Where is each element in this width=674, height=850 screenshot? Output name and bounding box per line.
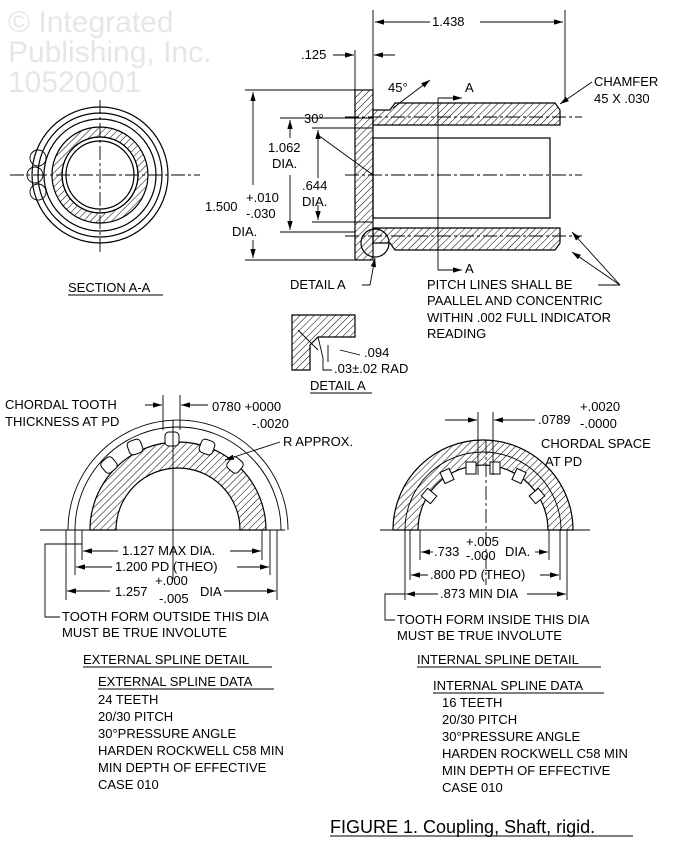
chordal-space-label-2: AT PD — [545, 454, 582, 469]
chordal-space-plus: +.0020 — [580, 399, 620, 414]
svg-text:Publishing, Inc.: Publishing, Inc. — [8, 36, 211, 69]
pd-dim: 1.200 PD (THEO) — [115, 559, 218, 574]
internal-note-1: TOOTH FORM INSIDE THIS DIA — [397, 612, 590, 627]
minor-dia-unit: DIA. — [505, 544, 530, 559]
minor-dia-value: .733 — [434, 544, 459, 559]
pitch-note-line-1: PITCH LINES SHALL BE — [427, 277, 573, 292]
dia-1500-minus: -.030 — [246, 206, 276, 221]
pitch-note-line-2: PAALLEL AND CONCENTRIC — [427, 293, 603, 308]
external-data-item: 24 TEETH — [98, 692, 158, 707]
external-data-item: CASE 010 — [98, 777, 159, 792]
chordal-space-minus: -.0000 — [580, 416, 617, 431]
dia-1500-value: 1.500 — [205, 199, 238, 214]
internal-data-item: 30°PRESSURE ANGLE — [442, 729, 580, 744]
chamfer-value: 45 X .030 — [594, 91, 650, 106]
svg-text:10520001: 10520001 — [8, 66, 141, 99]
internal-spline-detail-title: INTERNAL SPLINE DETAIL — [417, 652, 579, 667]
chordal-tooth-label-2: THICKNESS AT PD — [5, 414, 119, 429]
dia-1062-value: 1.062 — [268, 140, 301, 155]
chordal-space-value: .0789 — [538, 412, 571, 427]
minor-dia-plus: +.005 — [466, 534, 499, 549]
max-dia-dim: 1.127 MAX DIA. — [122, 543, 215, 558]
figure-caption: FIGURE 1. Coupling, Shaft, rigid. — [330, 817, 595, 837]
external-note-2: MUST BE TRUE INVOLUTE — [62, 625, 227, 640]
detail-a-callout: DETAIL A — [290, 277, 346, 292]
internal-note-2: MUST BE TRUE INVOLUTE — [397, 628, 562, 643]
watermark: © Integrated Publishing, Inc. 10520001 — [8, 6, 211, 99]
external-spline-detail: CHORDAL TOOTH THICKNESS AT PD 0780 +0000… — [5, 395, 353, 792]
chordal-space-label-1: CHORDAL SPACE — [541, 436, 651, 451]
dia-1500-unit: DIA. — [232, 224, 257, 239]
internal-spline-detail: .0789 +.0020 -.0000 CHORDAL SPACE AT PD … — [380, 399, 651, 795]
dia-644-unit: DIA. — [302, 194, 327, 209]
external-spline-detail-title: EXTERNAL SPLINE DETAIL — [83, 652, 249, 667]
section-a-a-view: SECTION A-A — [10, 100, 200, 296]
section-mark-bottom: A — [465, 261, 474, 276]
pitch-note-line-3: WITHIN .002 FULL INDICATOR — [427, 310, 611, 325]
internal-data-item: CASE 010 — [442, 780, 503, 795]
internal-spline-data-title: INTERNAL SPLINE DATA — [433, 678, 583, 693]
detail-094-dim: .094 — [364, 345, 389, 360]
section-mark-top: A — [465, 80, 474, 95]
internal-data-item: 16 TEETH — [442, 695, 502, 710]
chordal-tooth-label-1: CHORDAL TOOTH — [5, 397, 117, 412]
chordal-tooth-minus: -.0020 — [252, 416, 289, 431]
internal-pd-dim: .800 PD (THEO) — [430, 567, 525, 582]
min-dia-dim: .873 MIN DIA — [440, 586, 518, 601]
internal-data-item: 20/30 PITCH — [442, 712, 517, 727]
dia-644-value: .644 — [302, 178, 327, 193]
svg-text:© Integrated: © Integrated — [8, 6, 174, 39]
flange-thickness-dimension: .125 — [301, 47, 326, 62]
r-approx-label: R APPROX. — [283, 434, 353, 449]
angle-45-label: 45° — [388, 80, 408, 95]
detail-a-label: DETAIL A — [310, 378, 366, 393]
internal-data-item: HARDEN ROCKWELL C58 MIN — [442, 746, 628, 761]
detail-a-view: .094 .03±.02 RAD DETAIL A — [291, 314, 408, 394]
external-data-item: 20/30 PITCH — [98, 709, 173, 724]
external-data-item: 30°PRESSURE ANGLE — [98, 726, 236, 741]
side-view: 1.438 .125 45° 30° A A CHAMFER 45 X .030… — [205, 10, 658, 341]
od-dim-plus: +.000 — [155, 573, 188, 588]
dia-1062-unit: DIA. — [272, 156, 297, 171]
internal-data-item: MIN DEPTH OF EFFECTIVE — [442, 763, 611, 778]
minor-dia-minus: -.000 — [466, 548, 496, 563]
external-note-1: TOOTH FORM OUTSIDE THIS DIA — [62, 609, 269, 624]
dia-1500-plus: +.010 — [246, 190, 279, 205]
od-dim-minus: -.005 — [159, 591, 189, 606]
chamfer-label: CHAMFER — [594, 74, 658, 89]
detail-radius-dim: .03±.02 RAD — [334, 361, 408, 376]
chordal-tooth-value: 0780 +0000 — [212, 399, 281, 414]
angle-30-label: 30° — [304, 111, 324, 126]
od-dim-value: 1.257 — [115, 584, 148, 599]
od-dim-unit: DIA — [200, 584, 222, 599]
pitch-note-line-4: READING — [427, 326, 486, 341]
external-spline-data-title: EXTERNAL SPLINE DATA — [98, 674, 253, 689]
external-data-item: HARDEN ROCKWELL C58 MIN — [98, 743, 284, 758]
external-data-item: MIN DEPTH OF EFFECTIVE — [98, 760, 267, 775]
length-dimension: 1.438 — [432, 14, 465, 29]
section-a-a-label: SECTION A-A — [68, 280, 151, 295]
